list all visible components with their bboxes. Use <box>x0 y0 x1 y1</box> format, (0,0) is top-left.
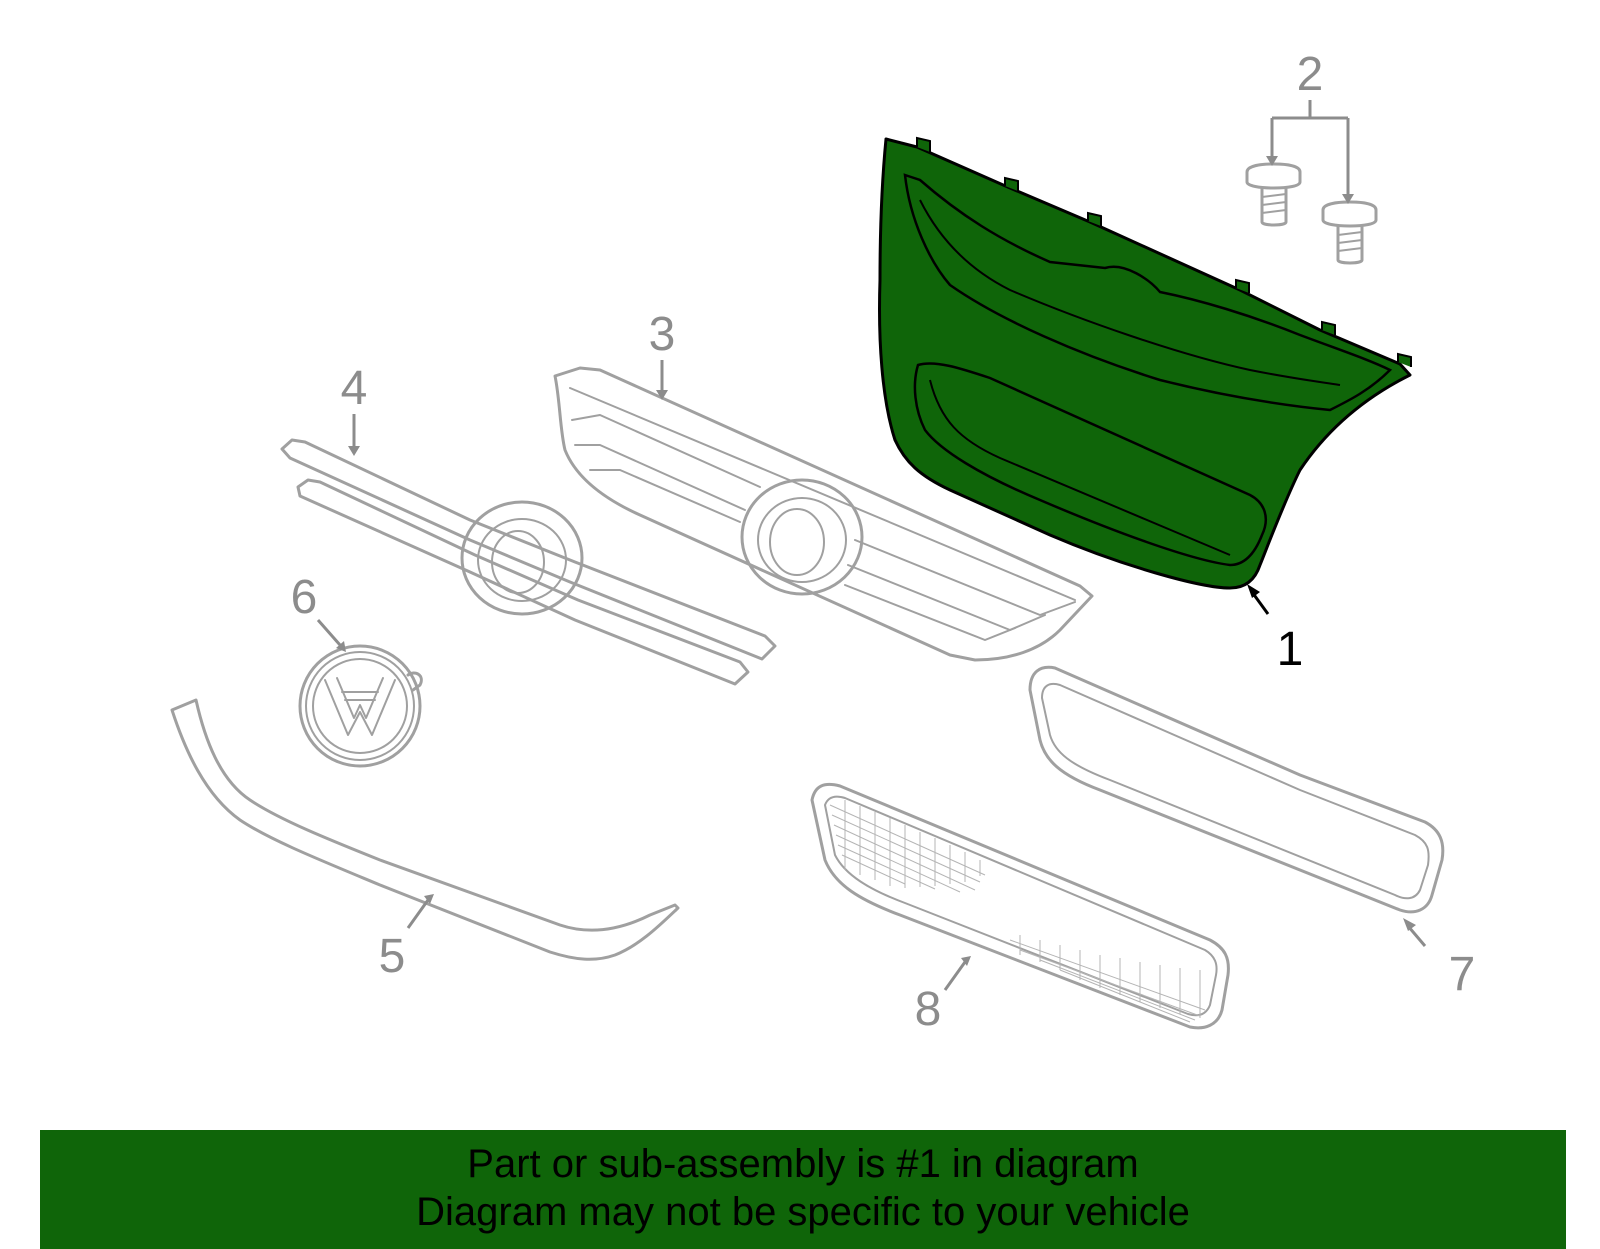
part-5-lower-molding[interactable] <box>170 698 680 961</box>
part-1-grille-housing[interactable] <box>878 136 1412 590</box>
callout-5: 5 <box>379 894 434 983</box>
part-4-trim-strips[interactable] <box>280 438 777 686</box>
part-2-screws[interactable] <box>1245 162 1378 265</box>
callout-label-1: 1 <box>1277 623 1304 676</box>
banner-line-2: Diagram may not be specific to your vehi… <box>416 1190 1190 1234</box>
part-8-mesh-insert[interactable] <box>810 782 1230 1030</box>
mesh-pattern-lower <box>1009 935 1206 1023</box>
part-3-upper-grille[interactable] <box>553 366 1094 662</box>
callout-6: 6 <box>291 571 346 652</box>
part-6-vw-emblem[interactable] <box>298 644 423 768</box>
callout-3: 3 <box>649 308 676 400</box>
screw-left <box>1245 162 1302 227</box>
callout-label-6: 6 <box>291 571 318 624</box>
callout-8: 8 <box>915 956 971 1036</box>
callout-1: 1 <box>1247 584 1303 676</box>
banner-line-1: Part or sub-assembly is #1 in diagram <box>467 1142 1139 1186</box>
callout-label-3: 3 <box>649 308 676 361</box>
callout-label-7: 7 <box>1449 948 1476 1001</box>
callout-4: 4 <box>341 362 368 456</box>
screw-right <box>1321 200 1378 265</box>
mesh-pattern-upper <box>829 800 986 893</box>
callout-2: 2 <box>1266 48 1354 204</box>
callout-label-5: 5 <box>379 930 406 983</box>
callout-label-8: 8 <box>915 983 942 1036</box>
info-banner: Part or sub-assembly is #1 in diagram Di… <box>40 1130 1566 1249</box>
part-7-grille-frame[interactable] <box>1028 665 1445 914</box>
callout-label-4: 4 <box>341 362 368 415</box>
callout-label-2: 2 <box>1297 48 1324 101</box>
callout-7: 7 <box>1403 918 1475 1001</box>
